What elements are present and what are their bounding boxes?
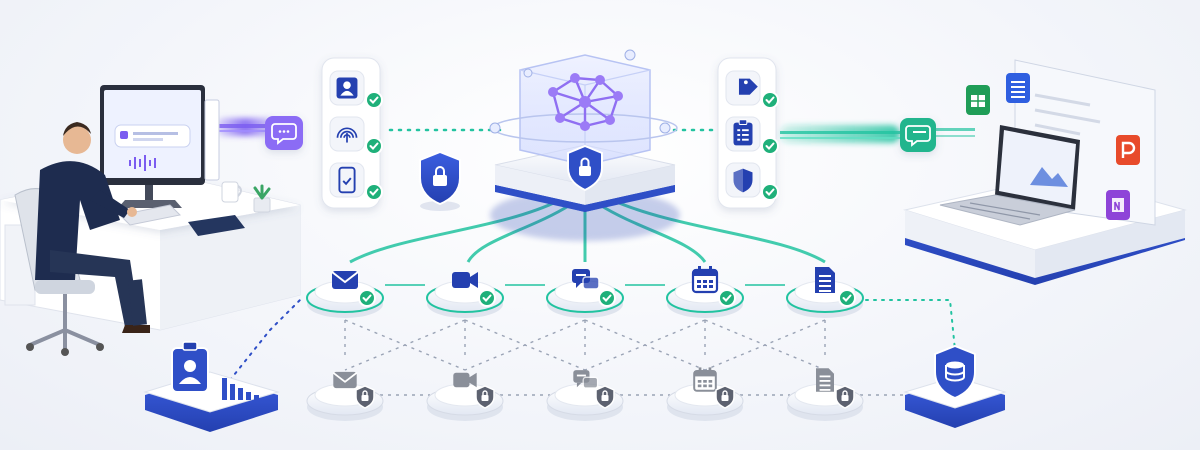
- chat-bubbles-icon: [572, 269, 600, 290]
- policy-panel: [717, 57, 779, 209]
- notes-icon: [1106, 190, 1130, 220]
- locked-service-node: [786, 368, 864, 421]
- productivity-station: [903, 59, 1187, 285]
- check-badge-icon: [718, 289, 736, 307]
- locked-service-node: [666, 367, 744, 421]
- workstation-scene: [0, 85, 301, 356]
- active-service-node: [666, 266, 744, 318]
- lock-badge-icon: [595, 385, 615, 409]
- service-mesh-lines: [344, 319, 905, 396]
- active-services-row: [306, 266, 864, 318]
- assistant-chat-icon: [265, 116, 303, 150]
- active-service-node: [426, 272, 504, 318]
- sheets-icon: [966, 85, 990, 115]
- user-analytics-platform: [143, 341, 280, 432]
- check-badge-icon: [365, 91, 383, 109]
- app-icons: [966, 73, 1140, 220]
- check-badge-icon: [598, 289, 616, 307]
- padlock-shield-icon: [567, 144, 603, 192]
- locked-service-node: [306, 371, 384, 421]
- fingerprint-icon: [336, 127, 358, 143]
- video-camera-icon: [452, 272, 478, 288]
- chat-bubbles-icon: [573, 370, 599, 389]
- phone-check-icon: [338, 166, 356, 194]
- document-icon: [816, 368, 834, 392]
- check-badge-icon: [838, 289, 856, 307]
- bar-chart-icon: [222, 378, 259, 400]
- secure-database-icon: [934, 344, 976, 400]
- check-badge-icon: [761, 183, 779, 201]
- check-badge-icon: [358, 289, 376, 307]
- check-badge-icon: [478, 289, 496, 307]
- user-icon: [336, 77, 358, 99]
- active-service-node: [786, 267, 864, 318]
- voice-wave-icon: [129, 155, 156, 171]
- id-badge-icon: [171, 341, 209, 393]
- data-beams: [215, 118, 975, 143]
- shield-lock-icon: [419, 150, 461, 211]
- active-service-node: [546, 269, 624, 318]
- mail-icon: [332, 371, 358, 389]
- tag-icon: [738, 78, 758, 95]
- clipboard-list-icon: [733, 119, 753, 146]
- connector-doc-db: [849, 299, 956, 351]
- check-badge-icon: [761, 137, 779, 155]
- notebook: [188, 215, 245, 236]
- plant: [253, 184, 271, 213]
- calendar-icon: [693, 367, 717, 392]
- output-chat-icon: [900, 118, 936, 152]
- person-at-desk: [35, 122, 150, 333]
- lock-badge-icon: [355, 385, 375, 409]
- lock-badge-icon: [715, 385, 735, 409]
- docs-icon: [1006, 73, 1030, 103]
- connector-badge-mail: [229, 299, 301, 381]
- mail-icon: [331, 271, 359, 289]
- calendar-icon: [691, 266, 719, 294]
- locked-service-node: [546, 370, 624, 421]
- locked-services-row: [306, 367, 864, 421]
- secure-database-platform: [903, 344, 1007, 428]
- active-service-node: [306, 271, 384, 318]
- slides-icon: [1116, 135, 1140, 165]
- locked-service-node: [426, 372, 504, 421]
- mug: [221, 181, 242, 203]
- shield-icon: [733, 168, 753, 193]
- ai-core: [489, 49, 680, 241]
- lock-badge-icon: [475, 385, 495, 409]
- neural-brain-icon: [548, 73, 623, 131]
- check-badge-icon: [365, 137, 383, 155]
- check-badge-icon: [365, 183, 383, 201]
- document-icon: [815, 267, 835, 293]
- check-badge-icon: [761, 91, 779, 109]
- video-camera-icon: [453, 372, 477, 388]
- lock-badge-icon: [835, 385, 855, 409]
- connection-lines: [229, 128, 956, 396]
- identity-verification-panel: [321, 57, 383, 209]
